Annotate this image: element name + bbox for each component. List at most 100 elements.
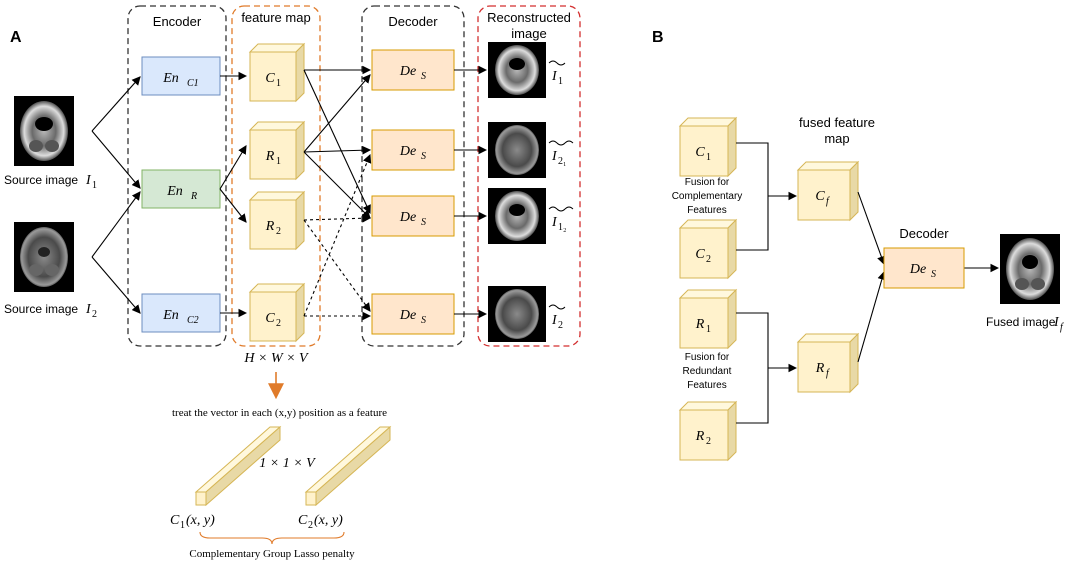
source-image-1	[14, 96, 74, 166]
decoder-1: De S	[371, 49, 455, 91]
fusion-connectors	[736, 142, 798, 424]
source-label-2: Source image	[4, 302, 78, 316]
output-label-1: I 1	[548, 60, 566, 87]
encoder-c2-symbol: En	[162, 308, 179, 323]
b-c2-sub: 2	[706, 254, 711, 265]
b-r2-sub: 2	[706, 436, 711, 447]
source-symbol-2: I	[85, 302, 92, 317]
fused-map-line1: fused feature	[799, 115, 875, 130]
encoder-r: En R	[141, 169, 221, 209]
b-decoder-symbol: De	[909, 262, 926, 277]
decoder-1-sub: S	[421, 71, 426, 82]
decoder-3-sub: S	[421, 217, 426, 228]
feature-c2-symbol: C	[265, 311, 275, 326]
vector-dims: 1 × 1 × V	[259, 456, 316, 471]
feature-cube-r2: R 2	[248, 190, 306, 251]
reconstructed-group-box	[477, 5, 581, 347]
feature-r2-sub: 2	[276, 226, 281, 237]
fused-decoder-arrows	[857, 191, 1000, 363]
fusion-comp-line3: Features	[687, 205, 726, 216]
reconstructed-image-3	[488, 188, 546, 244]
encoder-r-sub: R	[190, 191, 197, 202]
fusion-comp-line1: Fusion for	[685, 177, 730, 188]
vector-prism-c1	[194, 425, 282, 507]
output-label-3: I 1₂	[548, 206, 574, 233]
decoder-3: De S	[371, 195, 455, 237]
source-sub-1: 1	[92, 180, 97, 191]
feature-cube-c1: C 1	[248, 42, 306, 103]
b-decoder-sub: S	[931, 269, 936, 280]
b-c2-symbol: C	[695, 247, 705, 262]
reconstructed-header-line1: Reconstructed	[487, 10, 571, 25]
output-label-4: I 2	[548, 304, 566, 331]
b-rf-symbol: R	[815, 361, 825, 376]
fusion-comp-line2: Complementary	[672, 191, 743, 202]
fused-output-sub: f	[1060, 322, 1064, 333]
decoder-2-symbol: De	[399, 144, 416, 159]
feature-cube-c2: C 2	[248, 282, 306, 343]
feature-cube-r1: R 1	[248, 120, 306, 181]
reconstructed-image-2	[488, 122, 546, 178]
source-sub-2: 2	[92, 309, 97, 320]
output-1-symbol: I	[551, 69, 558, 84]
feature-r1-symbol: R	[265, 149, 275, 164]
output-4-sub: 2	[558, 320, 563, 331]
feature-r1-sub: 1	[276, 156, 281, 167]
fused-output-symbol: I	[1053, 315, 1060, 330]
output-label-2: I 2₁	[548, 140, 574, 167]
decoder-4-sub: S	[421, 315, 426, 326]
fused-output-label: Fused image	[986, 315, 1056, 329]
reconstructed-image-4	[488, 286, 546, 342]
encoder-c1-sub: C1	[187, 78, 199, 89]
b-cf-symbol: C	[815, 189, 825, 204]
penalty-label: Complementary Group Lasso penalty	[189, 548, 355, 560]
vector-c1-sub: 1	[180, 520, 185, 531]
fusion-red-line1: Fusion for	[685, 352, 730, 363]
vector-c2-symbol: C	[298, 513, 308, 528]
reconstructed-image-1	[488, 42, 546, 98]
decoder-1-symbol: De	[399, 64, 416, 79]
encoder-feature-arrows	[219, 71, 248, 318]
output-2-symbol: I	[551, 149, 558, 164]
feature-c1-symbol: C	[265, 71, 275, 86]
decoder-4-symbol: De	[399, 308, 416, 323]
feature-decoder-dashed-arrows	[303, 153, 372, 321]
decoder-4: De S	[371, 293, 455, 335]
b-r1-sub: 1	[706, 324, 711, 335]
panel-b-letter: B	[652, 29, 664, 46]
feature-r2-symbol: R	[265, 219, 275, 234]
feature-map-group-box	[231, 5, 321, 347]
b-cube-rf: R f	[796, 332, 860, 394]
feature-dims: H × W × V	[243, 351, 309, 366]
b-cube-c2: C 2	[678, 218, 738, 280]
b-cube-cf: C f	[796, 160, 860, 222]
b-decoder: De S	[883, 247, 965, 289]
vector-note: treat the vector in each (x,y) position …	[172, 407, 387, 419]
feature-c1-sub: 1	[276, 78, 281, 89]
b-decoder-label: Decoder	[899, 226, 949, 241]
b-r2-symbol: R	[695, 429, 705, 444]
encoder-c1-symbol: En	[162, 71, 179, 86]
decoder-output-arrows	[454, 65, 488, 319]
b-c1-sub: 1	[706, 152, 711, 163]
reconstructed-header-line2: image	[511, 26, 546, 41]
output-4-symbol: I	[551, 313, 558, 328]
encoder-group-box	[127, 5, 227, 347]
decoder-group-box	[361, 5, 465, 347]
source-label-1: Source image	[4, 173, 78, 187]
vector-prism-c2	[304, 425, 392, 507]
vector-c2-args: (x, y)	[314, 513, 343, 528]
fusion-red-line3: Features	[687, 380, 726, 391]
encoder-c2-sub: C2	[187, 315, 199, 326]
fused-output-image	[1000, 234, 1060, 304]
vector-c1-symbol: C	[170, 513, 180, 528]
output-1-sub: 1	[558, 76, 563, 87]
encoder-c1: En C1	[141, 56, 221, 96]
output-3-symbol: I	[551, 215, 558, 230]
decoder-2: De S	[371, 129, 455, 171]
feature-map-header: feature map	[241, 10, 310, 25]
b-c1-symbol: C	[695, 145, 705, 160]
decoder-header: Decoder	[388, 14, 438, 29]
feature-c2-sub: 2	[276, 318, 281, 329]
